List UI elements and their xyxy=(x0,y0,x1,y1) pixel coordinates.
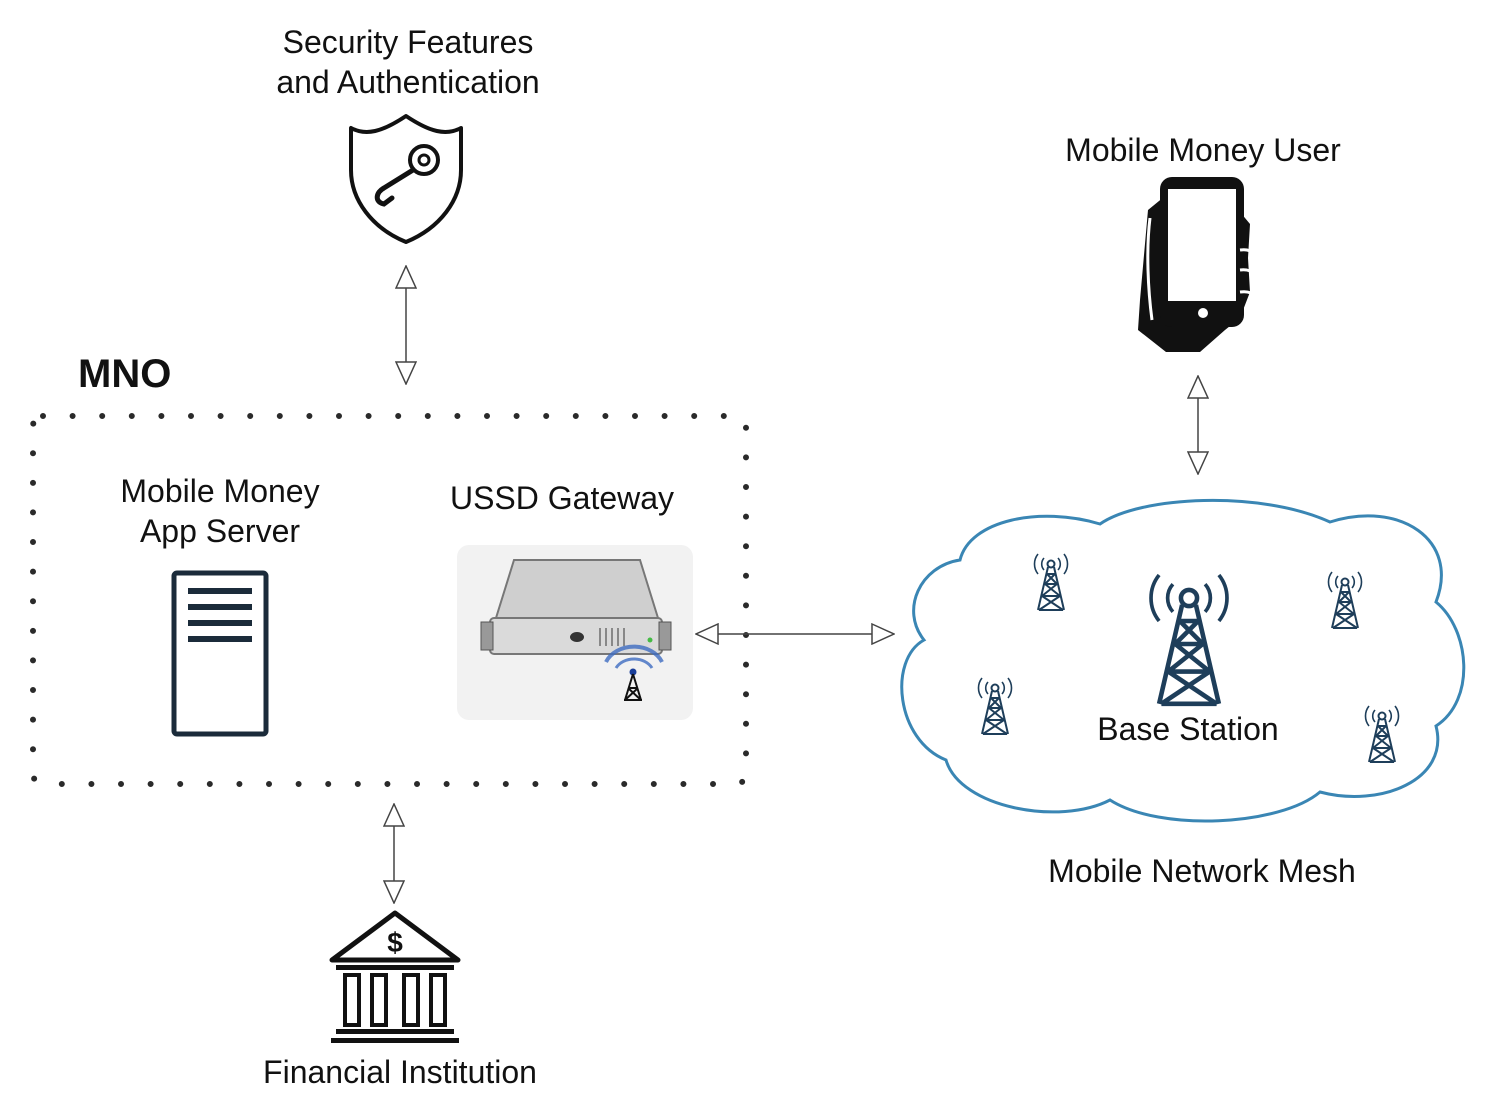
mno-boundary xyxy=(30,413,749,787)
base-station-label: Base Station xyxy=(1097,711,1279,747)
app-server-label: Mobile Money App Server xyxy=(120,473,320,549)
app-server-icon xyxy=(171,570,269,737)
mno-title: MNO xyxy=(78,352,172,396)
dollar-sign: $ xyxy=(387,927,403,958)
security-label: Security Features and Authentication xyxy=(276,24,540,100)
network-mesh-label: Mobile Network Mesh xyxy=(1048,853,1356,889)
ussd-gateway-icon xyxy=(457,545,693,720)
shield-key-icon xyxy=(349,114,463,244)
bank-icon: $ xyxy=(329,910,461,1043)
phone-hand-icon xyxy=(1138,177,1258,352)
financial-institution-label: Financial Institution xyxy=(263,1054,537,1090)
ussd-gateway-label: USSD Gateway xyxy=(449,480,675,516)
mobile-user-label: Mobile Money User xyxy=(1065,132,1341,168)
